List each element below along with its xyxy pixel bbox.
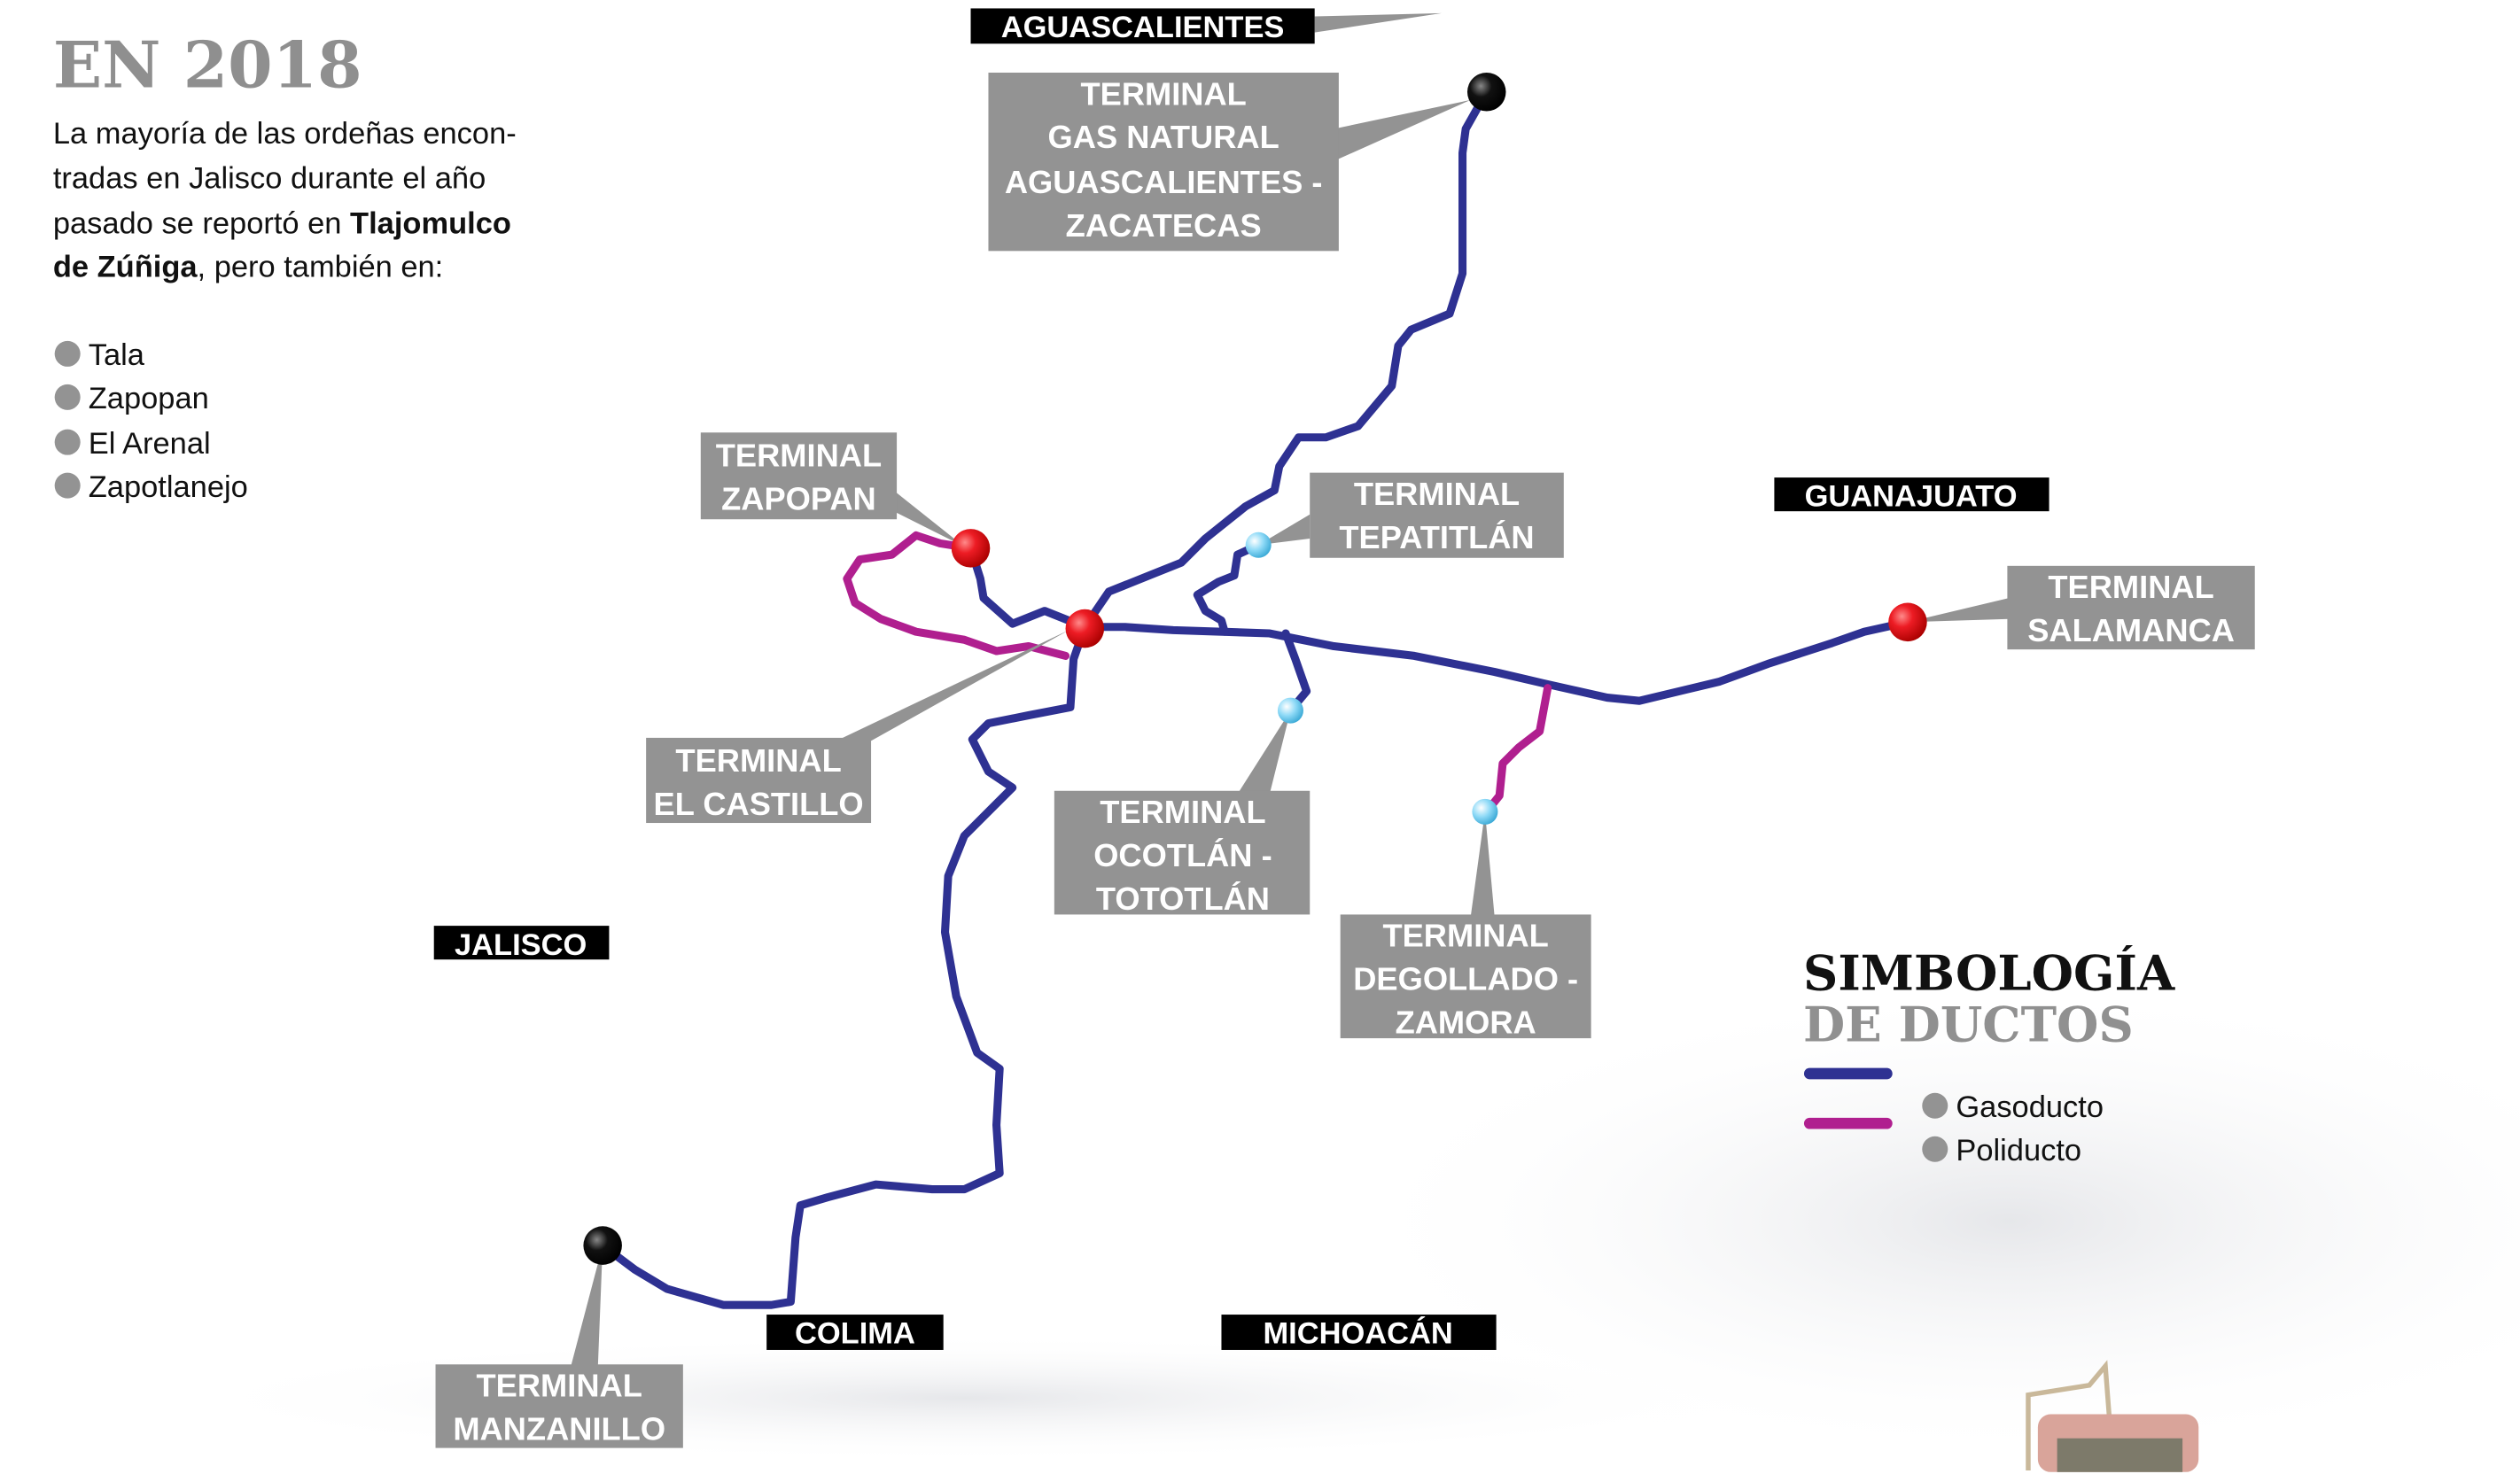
bullet-icon — [1922, 1092, 1948, 1119]
svg-text:AGUASCALIENTES: AGUASCALIENTES — [1001, 11, 1285, 44]
legend-title: SIMBOLOGÍA — [1803, 945, 2175, 1002]
list-item: Tala — [89, 338, 145, 372]
svg-text:ZAMORA: ZAMORA — [1396, 1005, 1536, 1041]
svg-text:de Zúñiga, pero también en:: de Zúñiga, pero también en: — [53, 250, 443, 283]
svg-text:COLIMA: COLIMA — [795, 1317, 915, 1351]
terminal-label-manzanillo: TERMINAL MANZANILLO — [435, 1364, 683, 1448]
svg-text:La mayoría de las ordeñas enco: La mayoría de las ordeñas encon- — [53, 117, 517, 151]
terminal-label-zapopan: TERMINAL ZAPOPAN — [700, 432, 898, 520]
svg-text:pasado se reportó en Tlajomulc: pasado se reportó en Tlajomulco — [53, 206, 511, 240]
svg-text:TERMINAL: TERMINAL — [477, 1368, 642, 1404]
list-item: El Arenal — [89, 427, 211, 461]
terminal-marker-manzanillo — [583, 1226, 622, 1265]
svg-text:JALISCO: JALISCO — [455, 928, 587, 962]
svg-text:TERMINAL: TERMINAL — [1354, 476, 1520, 512]
terminal-label-castillo: TERMINAL EL CASTILLO — [646, 737, 872, 824]
svg-text:TERMINAL: TERMINAL — [716, 437, 882, 473]
terminal-marker-tepatitlan — [1245, 531, 1272, 558]
svg-text:OCOTLÁN -: OCOTLÁN - — [1093, 837, 1272, 873]
terminal-marker-aguascalientes — [1466, 73, 1506, 112]
terminal-label-degollado: TERMINAL DEGOLLADO - ZAMORA — [1340, 914, 1591, 1041]
poliducto-zapopan — [843, 531, 1070, 660]
legend-item-gasoducto: Gasoducto — [1956, 1090, 2104, 1124]
svg-text:DEGOLLADO -: DEGOLLADO - — [1353, 961, 1578, 997]
poliducto-degollado — [1482, 684, 1552, 816]
svg-text:EL CASTILLO: EL CASTILLO — [654, 786, 864, 822]
terminal-marker-castillo — [1065, 609, 1105, 648]
legend-item-poliducto: Poliducto — [1956, 1134, 2081, 1168]
svg-text:MICHOACÁN: MICHOACÁN — [1263, 1315, 1452, 1351]
svg-text:GAS NATURAL: GAS NATURAL — [1048, 119, 1279, 155]
intro-title: EN 2018 — [53, 27, 362, 103]
svg-text:SALAMANCA: SALAMANCA — [2027, 612, 2235, 648]
bullet-icon — [54, 429, 81, 455]
svg-text:TERMINAL: TERMINAL — [1382, 918, 1548, 954]
gasoducto-manzanillo — [598, 623, 1089, 1309]
places-list: Tala Zapopan El Arenal Zapotlanejo — [54, 338, 248, 504]
svg-text:tradas en Jalisco durante el a: tradas en Jalisco durante el año — [53, 162, 486, 196]
svg-text:TERMINAL: TERMINAL — [1080, 75, 1246, 112]
terminal-marker-ocotlan — [1277, 697, 1303, 724]
svg-text:TERMINAL: TERMINAL — [2048, 569, 2213, 605]
region-tag-michoacan: MICHOACÁN — [1221, 1315, 1497, 1351]
svg-text:TERMINAL: TERMINAL — [675, 742, 841, 779]
legend: SIMBOLOGÍA DE DUCTOS Gasoducto Poliducto — [1803, 945, 2175, 1168]
markers — [583, 73, 1927, 1265]
bullet-icon — [54, 340, 81, 367]
terminal-label-aguascalientes: TERMINAL GAS NATURAL AGUASCALIENTES - ZA… — [988, 73, 1339, 252]
region-tag-guanajuato: GUANAJUATO — [1774, 477, 2049, 514]
terminal-label-tepatitlan: TERMINAL TEPATITLÁN — [1310, 472, 1564, 558]
gasoducto-salamanca — [1080, 617, 1912, 705]
bullet-icon — [54, 384, 81, 410]
region-tag-aguascalientes: AGUASCALIENTES — [970, 8, 1315, 44]
svg-text:TEPATITLÁN: TEPATITLÁN — [1339, 519, 1534, 555]
gasoducto-tepatitlan — [1193, 540, 1263, 636]
svg-text:ZACATECAS: ZACATECAS — [1066, 207, 1262, 244]
svg-text:TOTOTLÁN: TOTOTLÁN — [1096, 881, 1270, 917]
gasoducto-zapopan — [966, 544, 1089, 632]
list-item: Zapotlanejo — [89, 470, 248, 504]
bullet-icon — [1922, 1136, 1948, 1162]
list-item: Zapopan — [89, 382, 209, 415]
terminal-marker-degollado — [1472, 798, 1498, 825]
legend-subtitle: DE DUCTOS — [1803, 997, 2134, 1053]
svg-text:TERMINAL: TERMINAL — [1100, 794, 1265, 830]
intro-paragraph: La mayoría de las ordeñas encon- tradas … — [53, 117, 517, 284]
gasoducto-aguascalientes — [1080, 88, 1491, 632]
terminal-label-salamanca: TERMINAL SALAMANCA — [2007, 565, 2255, 650]
terminal-label-ocotlan: TERMINAL OCOTLÁN - TOTOTLÁN — [1054, 790, 1311, 917]
svg-text:ZAPOPAN: ZAPOPAN — [721, 480, 876, 516]
region-tag-jalisco: JALISCO — [433, 926, 610, 962]
terminal-marker-salamanca — [1888, 602, 1927, 642]
svg-text:MANZANILLO: MANZANILLO — [453, 1411, 665, 1447]
terminal-marker-zapopan — [951, 529, 991, 568]
region-tag-colima: COLIMA — [766, 1315, 944, 1351]
svg-text:GUANAJUATO: GUANAJUATO — [1805, 480, 2018, 514]
bullet-icon — [54, 472, 81, 499]
svg-text:AGUASCALIENTES -: AGUASCALIENTES - — [1005, 164, 1323, 200]
